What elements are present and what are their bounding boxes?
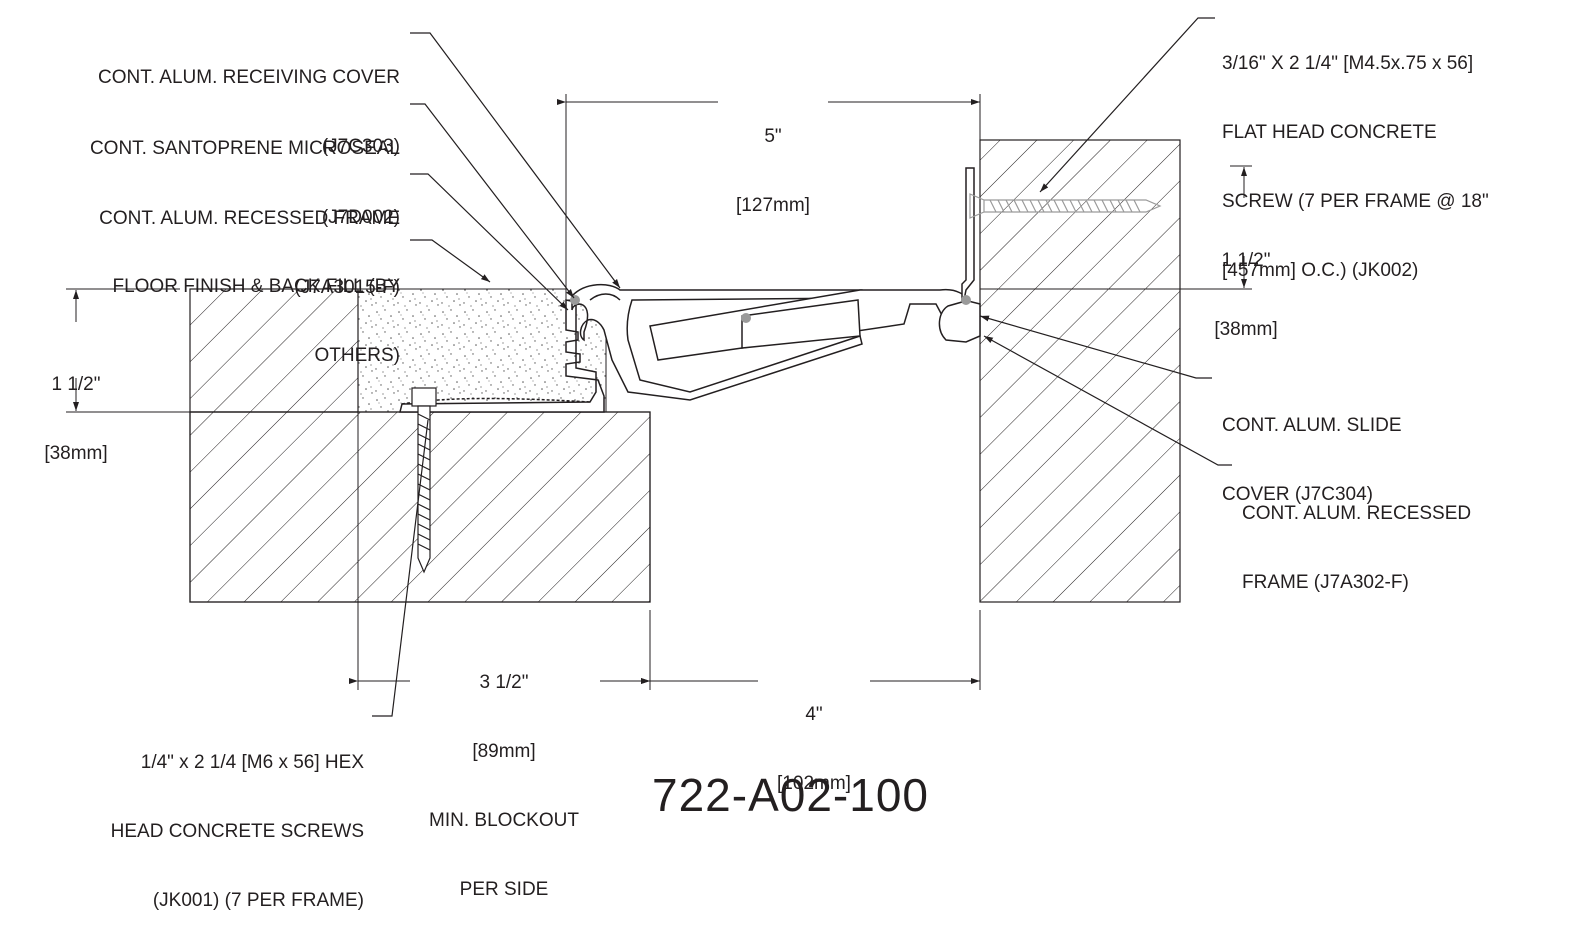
left-recessed-frame — [399, 299, 605, 413]
blockout-imperial: 3 1/2" — [479, 672, 529, 693]
microseal-label: CONT. SANTOPRENE MICROSEAL (J7D002) — [0, 91, 400, 252]
hex-screws-size: 1/4" x 2 1/4 [M6 x 56] HEX — [140, 752, 364, 773]
microseal-part: (J7D002) — [321, 207, 400, 228]
recessed-frame-right-name: CONT. ALUM. RECESSED — [1242, 503, 1472, 524]
recessed-frame-left-part: (J7A3015-F) — [294, 277, 400, 298]
recessed-frame-right-label: CONT. ALUM. RECESSED FRAME (J7A302-F) — [1242, 456, 1562, 617]
slide-cover — [649, 288, 971, 361]
hex-screws-label: 1/4" x 2 1/4 [M6 x 56] HEX HEAD CONCRETE… — [0, 705, 364, 935]
slide-cover-part: COVER (J7C304) — [1222, 484, 1373, 505]
blockout-note-side: PER SIDE — [459, 879, 549, 900]
top-width-metric: [127mm] — [736, 195, 810, 216]
receiving-cover-part: (J7C303) — [321, 136, 400, 157]
joint-gap-imperial: 4" — [805, 704, 823, 725]
left-depth-dimension: 1 1/2" [38mm] — [16, 327, 136, 488]
floor-finish-label: FLOOR FINISH & BACK FILL (BY OTHERS) — [0, 229, 400, 390]
recessed-frame-left-label: CONT. ALUM. RECESSED FRAME (J7A3015-F) — [0, 161, 400, 322]
dimension-lines — [66, 94, 1252, 690]
right-recessed-frame — [938, 167, 981, 343]
floor-finish-note: OTHERS) — [314, 345, 401, 366]
right-depth-metric: [38mm] — [1214, 319, 1278, 340]
slide-cover-name: CONT. ALUM. SLIDE — [1222, 415, 1402, 436]
receiving-cover-label: CONT. ALUM. RECEIVING COVER (J7C303) — [0, 20, 400, 181]
recessed-frame-right-part: FRAME (J7A302-F) — [1242, 572, 1409, 593]
right-depth-dimension: 1 1/2" [38mm] — [1186, 203, 1306, 364]
flat-head-screw-type: FLAT HEAD CONCRETE — [1222, 122, 1437, 143]
flat-head-screw-label: 3/16" X 2 1/4" [M4.5x.75 x 56] FLAT HEAD… — [1222, 6, 1581, 305]
floor-finish-name: FLOOR FINISH & BACK FILL (BY — [112, 276, 400, 297]
hex-screws-type: HEAD CONCRETE SCREWS — [110, 821, 364, 842]
slide-cover-label: CONT. ALUM. SLIDE COVER (J7C304) — [1222, 368, 1522, 529]
joint-gap-metric: [102mm] — [777, 773, 851, 794]
leader-lines — [372, 17, 1232, 717]
top-width-imperial: 5" — [764, 126, 782, 147]
drawing-number: 722-A02-100 — [652, 769, 929, 821]
flat-head-screw — [969, 193, 1162, 219]
hex-head-screw — [411, 387, 437, 574]
flat-head-screw-part: [457mm] O.C.) (JK002) — [1222, 260, 1419, 281]
recessed-frame-left-name: CONT. ALUM. RECESSED FRAME — [99, 208, 400, 229]
left-depth-metric: [38mm] — [44, 443, 108, 464]
receiving-cover-name: CONT. ALUM. RECEIVING COVER — [98, 67, 400, 88]
right-concrete-slab — [979, 139, 1252, 603]
microseal-name: CONT. SANTOPRENE MICROSEAL — [89, 138, 400, 159]
right-depth-imperial: 1 1/2" — [1221, 250, 1271, 271]
expansion-joint-drawing — [66, 17, 1252, 717]
left-depth-imperial: 1 1/2" — [51, 374, 101, 395]
flat-head-screw-size: 3/16" X 2 1/4" [M4.5x.75 x 56] — [1222, 53, 1474, 74]
joint-gap-dimension: 4" [102mm] — [744, 657, 884, 818]
blockout-metric: [89mm] — [472, 741, 536, 762]
top-width-dimension: 5" [127mm] — [700, 79, 846, 240]
flat-head-screw-spacing: SCREW (7 PER FRAME @ 18" — [1222, 191, 1489, 212]
hex-screws-part: (JK001) (7 PER FRAME) — [152, 890, 364, 911]
